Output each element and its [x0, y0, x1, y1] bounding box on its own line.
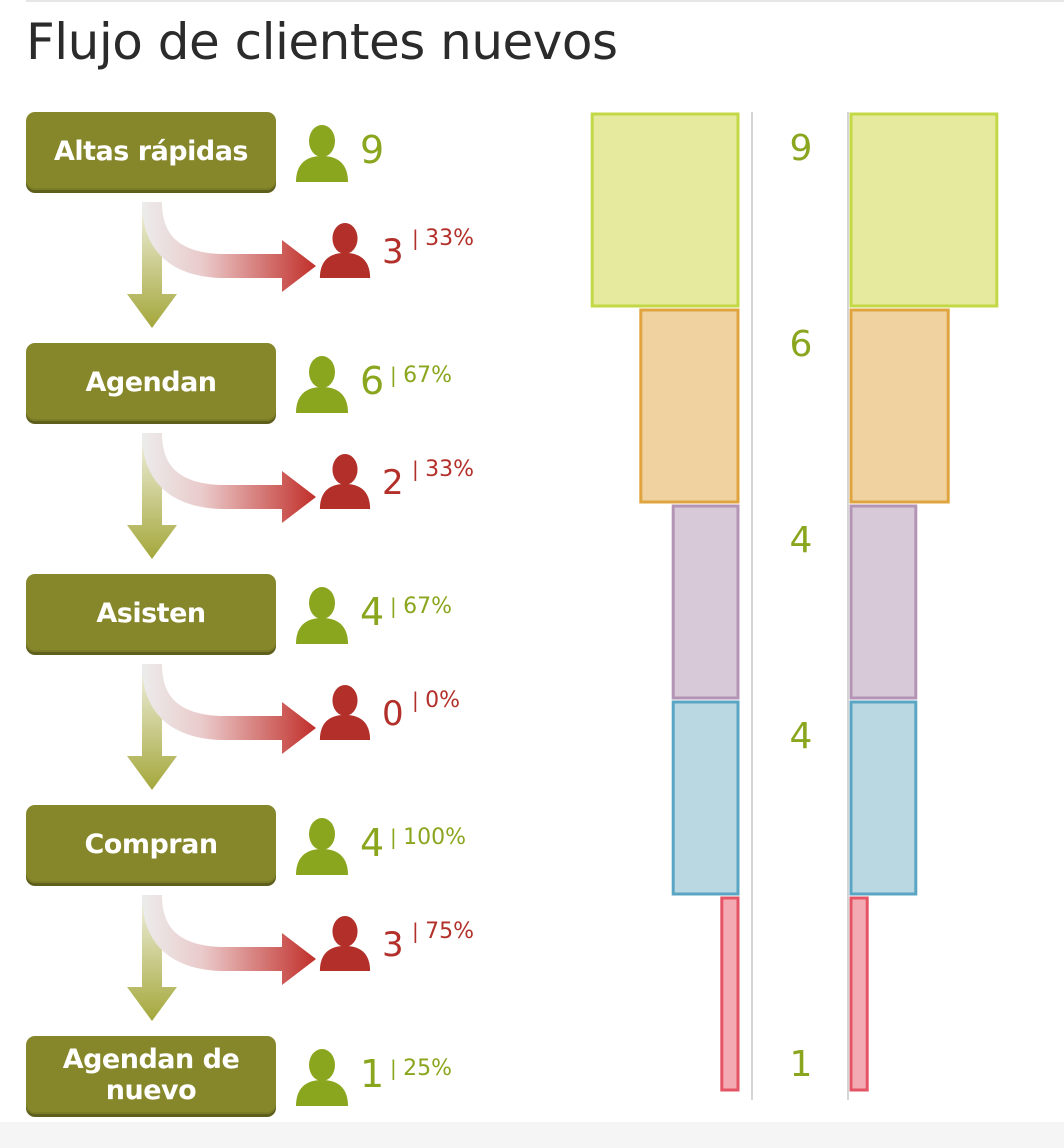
down-arrow-icon [127, 895, 177, 1021]
stage-row: Agendan de nuevo 125% [0, 1036, 540, 1116]
funnel-bar-right [849, 896, 869, 1092]
stage-row: Agendan 667% [0, 343, 540, 423]
drop-row: 3 75% [0, 889, 540, 1039]
stage-percent: 100% [390, 825, 466, 850]
drop-arrow-icon [142, 202, 316, 292]
user-icon [292, 124, 352, 182]
user-icon [292, 355, 352, 413]
top-divider [26, 0, 1064, 2]
stage-row: Asisten 467% [0, 574, 540, 654]
drop-count: 3 [382, 925, 404, 965]
flow-arrows [127, 202, 316, 328]
user-icon [292, 1048, 352, 1106]
user-icon-glyph [319, 222, 371, 278]
stage-percent: 25% [390, 1056, 452, 1081]
stage-button[interactable]: Compran [26, 805, 276, 883]
funnel-value-label: 4 [790, 716, 813, 757]
user-icon [292, 586, 352, 644]
flow-arrows [127, 433, 316, 559]
drop-percent: 75% [412, 919, 474, 944]
page-title: Flujo de clientes nuevos [26, 13, 618, 71]
flow-arrows [127, 895, 316, 1021]
drop-arrow-icon [142, 433, 316, 523]
funnel-bar-left [639, 308, 740, 504]
drop-row: 3 33% [0, 196, 540, 346]
user-icon-glyph [319, 684, 371, 740]
flow-arrows [127, 664, 316, 790]
funnel-bar-right [849, 308, 950, 504]
funnel-bar-left [590, 112, 740, 308]
drop-row: 2 33% [0, 427, 540, 577]
user-icon [316, 684, 374, 740]
funnel-value-label: 4 [790, 520, 813, 561]
user-icon [316, 915, 374, 971]
drop-arrow-icon [142, 895, 316, 985]
stage-count: 1 [360, 1052, 385, 1096]
drop-percent: 33% [412, 226, 474, 251]
down-arrow-icon [127, 664, 177, 790]
funnel-bar-left [671, 504, 740, 700]
stage-count: 4 [360, 590, 385, 634]
funnel-bar-left [720, 896, 740, 1092]
stage-button[interactable]: Asisten [26, 574, 276, 652]
funnel-bar-right [849, 504, 918, 700]
user-icon-glyph [296, 356, 348, 413]
user-icon-glyph [296, 818, 348, 875]
funnel-bar-left [671, 700, 740, 896]
drop-percent: 33% [412, 457, 474, 482]
stage-button[interactable]: Altas rápidas [26, 112, 276, 190]
funnel-value-label: 9 [790, 128, 813, 169]
stage-row: Compran 4100% [0, 805, 540, 885]
stage-button[interactable]: Agendan [26, 343, 276, 421]
funnel-value-label: 6 [790, 324, 813, 365]
drop-row: 0 0% [0, 658, 540, 808]
drop-percent: 0% [412, 688, 460, 713]
bottom-band [0, 1122, 1064, 1148]
user-icon-glyph [296, 587, 348, 644]
stage-count: 6 [360, 359, 385, 403]
user-icon-glyph [319, 453, 371, 509]
user-icon-glyph [296, 1049, 348, 1106]
stage-percent: 67% [390, 594, 452, 619]
funnel-chart: 9 6 4 4 1 [590, 112, 999, 1100]
drop-count: 2 [382, 463, 404, 503]
drop-count: 0 [382, 694, 404, 734]
stage-flow: Altas rápidas9Agendan667%Asisten467%Comp… [0, 0, 560, 1148]
down-arrow-icon [127, 433, 177, 559]
user-icon [316, 453, 374, 509]
user-icon [316, 222, 374, 278]
down-arrow-icon [127, 202, 177, 328]
user-icon-glyph [319, 915, 371, 971]
drop-count: 3 [382, 232, 404, 272]
funnel-value-label: 1 [790, 1044, 813, 1085]
user-icon-glyph [296, 125, 348, 182]
funnel-bar-right [849, 700, 918, 896]
stage-count: 4 [360, 821, 385, 865]
drop-arrow-icon [142, 664, 316, 754]
stage-count: 9 [360, 128, 385, 172]
stage-row: Altas rápidas 9 [0, 112, 540, 192]
funnel-bar-right [849, 112, 999, 308]
stage-button[interactable]: Agendan de nuevo [26, 1036, 276, 1114]
stage-percent: 67% [390, 363, 452, 388]
user-icon [292, 817, 352, 875]
